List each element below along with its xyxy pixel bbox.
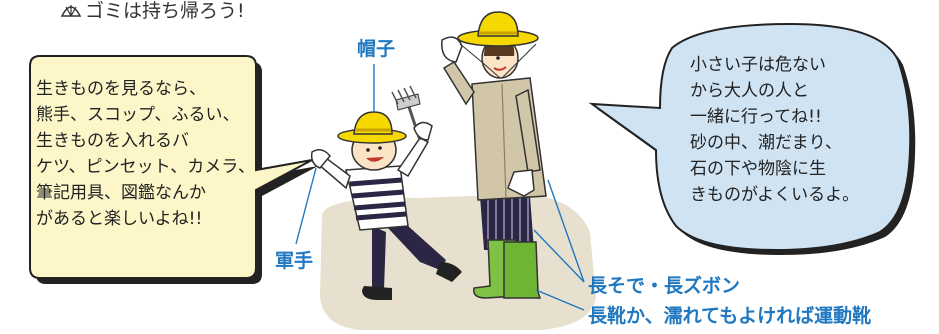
label-boots: 長靴か、濡れてもよければ運動靴: [588, 305, 872, 327]
label-glove: 軍手: [275, 250, 314, 272]
shell-icon: [60, 1, 82, 19]
bubble-left-line: 生きものを入れるバ: [36, 131, 189, 151]
bubble-right-line: きものがよくいるよ。: [690, 185, 860, 205]
top-note: ゴミは持ち帰ろう!: [60, 0, 245, 23]
label-hat: 帽子: [357, 38, 396, 60]
bubble-left-line: ケツ、ピンセット、カメラ、: [36, 157, 255, 177]
bubble-left-line: 熊手、スコップ、ふるい、: [36, 105, 240, 125]
callout-sleeve-1: [547, 179, 585, 283]
callout-boots: [535, 289, 585, 311]
bubble-right-line: 小さい子は危ない: [690, 55, 826, 75]
adult-figure: [441, 11, 547, 299]
callout-sleeve-2: [533, 229, 585, 283]
bubble-right-text: 小さい子は危ない から大人の人と 一緒に行ってね!! 砂の中、潮だまり、 石の下…: [690, 52, 859, 208]
child-figure: [310, 85, 462, 300]
bubble-left: [29, 55, 313, 279]
callout-glove: [295, 167, 317, 245]
bubble-left-line: 筆記用具、図鑑なんか: [36, 183, 206, 203]
bubble-right-line: 一緒に行ってね!!: [690, 107, 822, 127]
bubble-right-line: から大人の人と: [690, 81, 809, 101]
callout-lines: [295, 64, 585, 311]
bubble-right: [588, 22, 912, 252]
bubble-right-line: 石の下や物陰に生: [690, 159, 826, 179]
bubble-left-text: 生きものを見るなら、 熊手、スコップ、ふるい、 生きものを入れるバ ケツ、ピンセ…: [36, 76, 255, 232]
bubble-left-line: があると楽しいよね!!: [36, 209, 203, 229]
top-note-text: ゴミは持ち帰ろう!: [85, 0, 245, 22]
bubble-left-line: 生きものを見るなら、: [36, 79, 206, 99]
bubble-right-line: 砂の中、潮だまり、: [690, 133, 842, 153]
label-sleeve: 長そで・長ズボン: [588, 275, 741, 297]
